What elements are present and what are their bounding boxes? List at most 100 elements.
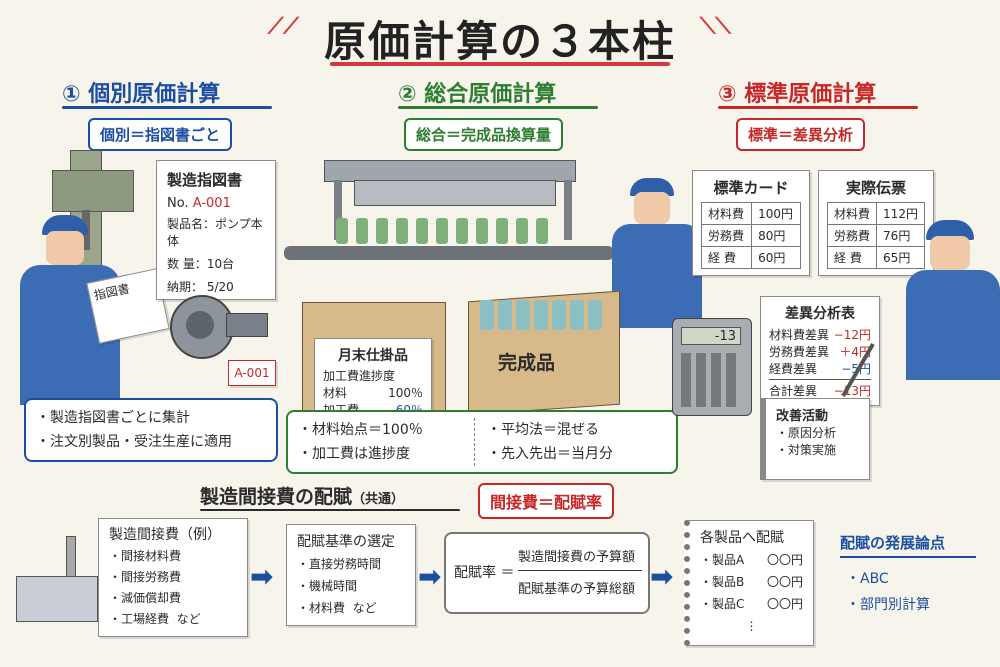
wip-row-1-value: 100％ (388, 386, 423, 400)
factory-illustration (16, 536, 98, 622)
development-item-2: ・部門別計算 (846, 597, 930, 613)
development-item-1: ・ABC (846, 571, 889, 587)
individual-bullets-box: ・製造指図書ごとに集計 ・注文別製品・受注生産に適用 (24, 398, 278, 462)
finished-label: 完成品 (498, 352, 556, 374)
development-underline (840, 556, 976, 558)
notebook-item-1: ・原因分析 (776, 426, 837, 440)
calculator-display: -13 (681, 327, 741, 345)
individual-bullet-1: ・製造指図書ごとに集計 (36, 410, 190, 426)
formula-numerator: 製造間接費の予算額 (518, 550, 636, 565)
page-title: 原価計算の３本柱 (323, 17, 676, 66)
standard-row-2-label: 労務費 (700, 224, 753, 247)
section-2-underline (398, 106, 598, 109)
variance-table: 差異分析表 材料費差異−12円 労務費差異＋4円 経費差異−5円 合計差異−13… (760, 296, 880, 406)
overhead-item-2: ・間接労務費 (109, 570, 182, 584)
title-underline (330, 62, 670, 66)
standard-row-3-value: 60円 (751, 246, 801, 269)
basis-list: 配賦基準の選定 ・直接労務時間 ・機械時間 ・材料費 など (286, 524, 416, 626)
section-1-key: 個別＝指図書ごと (88, 118, 233, 151)
standard-row-3-label: 経 費 (700, 246, 753, 269)
actual-card-title: 実際伝票 (845, 179, 906, 197)
calculator-illustration: -13 (672, 318, 752, 416)
overhead-list-etc: など (176, 612, 201, 626)
finished-bottles-illustration (480, 300, 606, 330)
process-bullet-right-2: ・先入先出＝当月分 (487, 446, 613, 462)
product-tag: A-001 (228, 360, 276, 386)
basis-title: 配賦基準の選定 (297, 534, 395, 550)
worker-2-illustration (612, 178, 702, 328)
section-2-title: ② 総合原価計算 (398, 82, 557, 107)
actual-row-1-value: 112円 (876, 202, 925, 225)
wip-row-1-label: 材料 (323, 386, 348, 400)
basis-item-2: ・機械時間 (297, 579, 358, 593)
improvement-notebook: 改善活動 ・原因分析 ・対策実施 (760, 398, 870, 480)
basis-item-3: ・材料費 (297, 601, 346, 615)
arrow-right-icon: ➡ (250, 560, 274, 593)
bottle-row-illustration (336, 218, 576, 246)
section-3-title: ③ 標準原価計算 (718, 82, 877, 107)
formula-divider (518, 570, 642, 571)
standard-row-2-value: 80円 (751, 224, 801, 247)
variance-row-2: 労務費差異＋4円 (769, 345, 871, 359)
process-bullet-right-1: ・平均法＝混ぜる (487, 422, 599, 438)
section-3-key: 標準＝差異分析 (736, 118, 866, 151)
alloc-title: 各製品へ配賦 (700, 530, 784, 546)
formula-box: 配賦率 ＝ 製造間接費の予算額 配賦基準の予算総額 (444, 532, 650, 614)
actual-row-2-label: 労務費 (826, 224, 878, 247)
wip-subtitle: 加工費進捗度 (323, 369, 396, 383)
burst-left-icon: ⟋⟋ (268, 14, 299, 39)
order-no-label: No. (167, 196, 189, 211)
actual-row-3-value: 65円 (876, 246, 925, 269)
individual-bullet-2: ・注文別製品・受注生産に適用 (36, 434, 232, 450)
arrow-right-icon: ➡ (418, 560, 442, 593)
order-due: 納期： 5/20 (167, 280, 234, 294)
order-sheet-title: 製造指図書 (167, 171, 243, 189)
overhead-list: 製造間接費（例） ・間接材料費 ・間接労務費 ・減価償却費 ・工場経費 など (98, 518, 248, 637)
development-title: 配賦の発展論点 (840, 534, 946, 552)
overhead-list-title: 製造間接費（例） (109, 527, 221, 543)
development-list: ・ABC ・部門別計算 (846, 566, 930, 618)
order-product: 製品名：ポンプ本体 (167, 217, 263, 248)
overhead-formula-key: 間接費＝配賦率 (478, 483, 615, 519)
notebook-item-2: ・対策実施 (776, 443, 837, 457)
overhead-heading: 製造間接費の配賦（共通） (200, 486, 405, 508)
order-sheet: 製造指図書 No. A-001 製品名：ポンプ本体 数 量：10台 納期： 5/… (156, 160, 276, 300)
section-1-title: ① 個別原価計算 (62, 82, 221, 107)
overhead-item-4: ・工場経費 (109, 612, 170, 626)
notebook-title: 改善活動 (776, 409, 829, 424)
standard-row-1-label: 材料費 (700, 202, 753, 225)
standard-card-title: 標準カード (713, 179, 789, 197)
actual-row-1-label: 材料費 (826, 202, 878, 225)
variance-title: 差異分析表 (785, 306, 855, 322)
basis-etc: など (352, 601, 377, 615)
order-no-value: A-001 (192, 196, 231, 211)
variance-total: 合計差異−13円 (769, 379, 871, 399)
process-bullet-left-2: ・加工費は進捗度 (298, 446, 410, 462)
section-2-key: 総合＝完成品換算量 (404, 118, 564, 151)
overhead-item-1: ・間接材料費 (109, 549, 182, 563)
overhead-item-3: ・減価償却費 (109, 591, 182, 605)
standard-row-1-value: 100円 (751, 202, 801, 225)
formula-lhs: 配賦率 ＝ (454, 565, 515, 581)
section-1-underline (62, 106, 272, 109)
worker-3-illustration (900, 220, 1000, 380)
pump-illustration (160, 285, 270, 365)
alloc-more: ⋮ (745, 619, 758, 633)
burst-right-icon: ⟍⟍ (700, 14, 731, 39)
variance-row-1: 材料費差異−12円 (769, 328, 871, 342)
basis-item-1: ・直接労務時間 (297, 557, 382, 571)
process-bullets-box: ・材料始点＝100％ ・加工費は進捗度 ・平均法＝混ぜる ・先入先出＝当月分 (286, 410, 678, 474)
filling-line-illustration (284, 150, 614, 310)
overhead-underline (200, 509, 460, 511)
order-quantity: 数 量：10台 (167, 257, 235, 271)
section-3-underline (718, 106, 918, 109)
actual-row-3-label: 経 費 (826, 246, 878, 269)
formula-denominator: 配賦基準の予算総額 (518, 582, 636, 597)
wip-title: 月末仕掛品 (338, 348, 408, 364)
